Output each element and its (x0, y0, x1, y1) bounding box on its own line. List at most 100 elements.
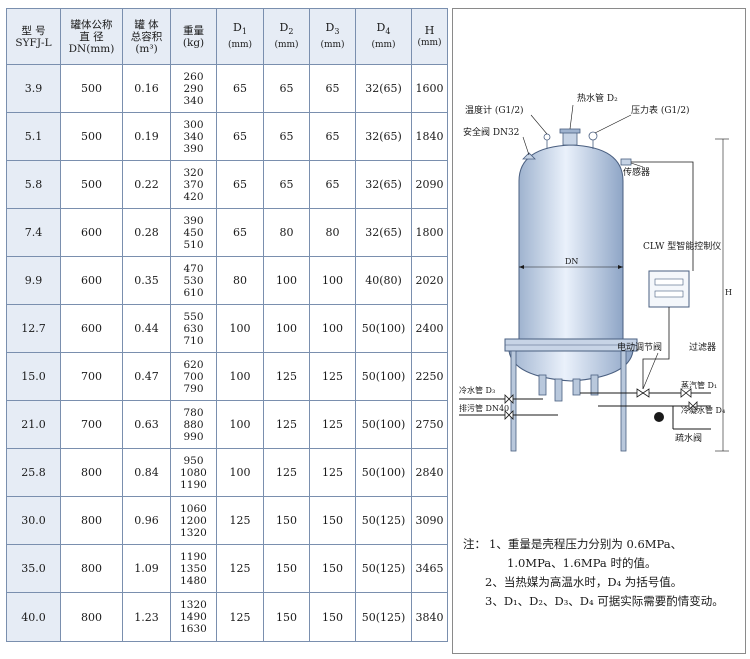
cell-d3: 125 (309, 352, 356, 401)
label-drain: 排污管 DN40 (459, 403, 509, 413)
weight-value: 340 (183, 130, 204, 143)
cell-d4: 50(100) (355, 352, 412, 401)
weight-value: 610 (183, 286, 204, 299)
electric-valve-icon (636, 388, 650, 398)
tank-diagram: 热水管 D₂ 温度计 (G1/2) 压力表 (G1/2) 安全阀 DN32 传感… (459, 92, 732, 452)
cell-d3: 100 (309, 256, 356, 305)
tank-body (518, 144, 624, 340)
cell-dn: 500 (60, 64, 123, 113)
weight-value: 1320 (180, 599, 207, 611)
weight-value: 1480 (180, 574, 207, 587)
weight-value: 290 (183, 82, 204, 95)
header-volume: 罐 体 总容积 (m³) (122, 8, 171, 65)
cell-dn: 600 (60, 304, 123, 353)
cell-d1: 65 (216, 208, 264, 257)
cell-model: 5.8 (6, 160, 61, 209)
cell-model: 12.7 (6, 304, 61, 353)
notes: 注：1、重量是壳程压力分别为 0.6MPa、 1.0MPa、1.6MPa 时的值… (463, 535, 741, 611)
cell-d3: 150 (309, 496, 356, 545)
cell-model: 25.8 (6, 448, 61, 497)
cell-d3: 125 (309, 400, 356, 449)
cell-d4: 32(65) (355, 64, 412, 113)
weight-value: 1350 (180, 562, 207, 575)
weight-value: 550 (183, 310, 204, 323)
weight-value: 1080 (180, 466, 207, 479)
cell-vol: 1.23 (122, 592, 171, 642)
weight-value: 1190 (180, 550, 207, 563)
cell-dn: 800 (60, 448, 123, 497)
cell-d4: 40(80) (355, 256, 412, 305)
cell-h: 3840 (411, 592, 448, 642)
spec-table: 型 号 SYFJ-L 罐体公称 直 径 DN(mm) 罐 体 总容积 (m³) … (6, 8, 448, 642)
cell-vol: 0.19 (122, 112, 171, 161)
label-filter: 过滤器 (689, 341, 716, 353)
weight-value: 1320 (180, 526, 207, 539)
weight-value: 320 (183, 166, 204, 179)
label-electric-valve: 电动调节阀 (617, 341, 662, 353)
safety-valve-icon (522, 152, 536, 160)
cell-h: 1840 (411, 112, 448, 161)
cell-d2: 100 (263, 256, 310, 305)
weight-value: 390 (183, 214, 204, 227)
note-1a: 注：1、重量是壳程压力分别为 0.6MPa、 (463, 537, 683, 551)
cell-d1: 100 (216, 448, 264, 497)
note-3: 3、D₁、D₂、D₃、D₄ 可据实际需要酌情变动。 (485, 594, 724, 608)
cell-h: 2250 (411, 352, 448, 401)
cell-h: 1800 (411, 208, 448, 257)
tank-bottom-head (508, 350, 634, 382)
cell-vol: 0.22 (122, 160, 171, 209)
label-safety-valve: 安全阀 DN32 (463, 126, 519, 138)
cell-dn: 800 (60, 592, 123, 642)
weight-value: 880 (183, 418, 204, 431)
weight-value: 450 (183, 226, 204, 239)
cell-d1: 125 (216, 544, 264, 593)
cell-vol: 0.96 (122, 496, 171, 545)
weight-value: 1200 (180, 514, 207, 527)
weight-value: 530 (183, 274, 204, 287)
cell-d3: 125 (309, 448, 356, 497)
cell-d3: 100 (309, 304, 356, 353)
cell-d1: 100 (216, 352, 264, 401)
weight-value: 780 (183, 406, 204, 419)
cell-dn: 600 (60, 208, 123, 257)
cell-d1: 125 (216, 496, 264, 545)
cell-vol: 0.16 (122, 64, 171, 113)
cell-vol: 0.47 (122, 352, 171, 401)
header-d1: D1 (mm) (216, 8, 264, 65)
cell-d1: 125 (216, 592, 264, 642)
cell-d4: 32(65) (355, 160, 412, 209)
label-controller: CLW 型智能控制仪 (643, 240, 721, 252)
cell-d4: 50(100) (355, 400, 412, 449)
weight-value: 1190 (180, 478, 207, 491)
weight-value: 620 (183, 358, 204, 371)
weight-value: 260 (183, 70, 204, 83)
cell-d2: 125 (263, 352, 310, 401)
cell-d2: 65 (263, 64, 310, 113)
weight-value: 1630 (180, 623, 207, 635)
cell-model: 21.0 (6, 400, 61, 449)
cell-d4: 32(65) (355, 208, 412, 257)
weight-value: 470 (183, 262, 204, 275)
weight-value: 370 (183, 178, 204, 191)
tank-diagram-panel: 热水管 D₂ 温度计 (G1/2) 压力表 (G1/2) 安全阀 DN32 传感… (452, 8, 746, 654)
cell-dn: 500 (60, 112, 123, 161)
tank-leg-right (620, 350, 627, 452)
weight-value: 420 (183, 190, 204, 203)
weight-value: 390 (183, 142, 204, 155)
cell-model: 3.9 (6, 64, 61, 113)
cell-h: 2750 (411, 400, 448, 449)
weight-value: 950 (183, 454, 204, 467)
cell-d4: 50(125) (355, 544, 412, 593)
cell-model: 30.0 (6, 496, 61, 545)
header-d4: D4 (mm) (355, 8, 412, 65)
cell-vol: 0.84 (122, 448, 171, 497)
pressure-gauge-icon (588, 131, 598, 141)
